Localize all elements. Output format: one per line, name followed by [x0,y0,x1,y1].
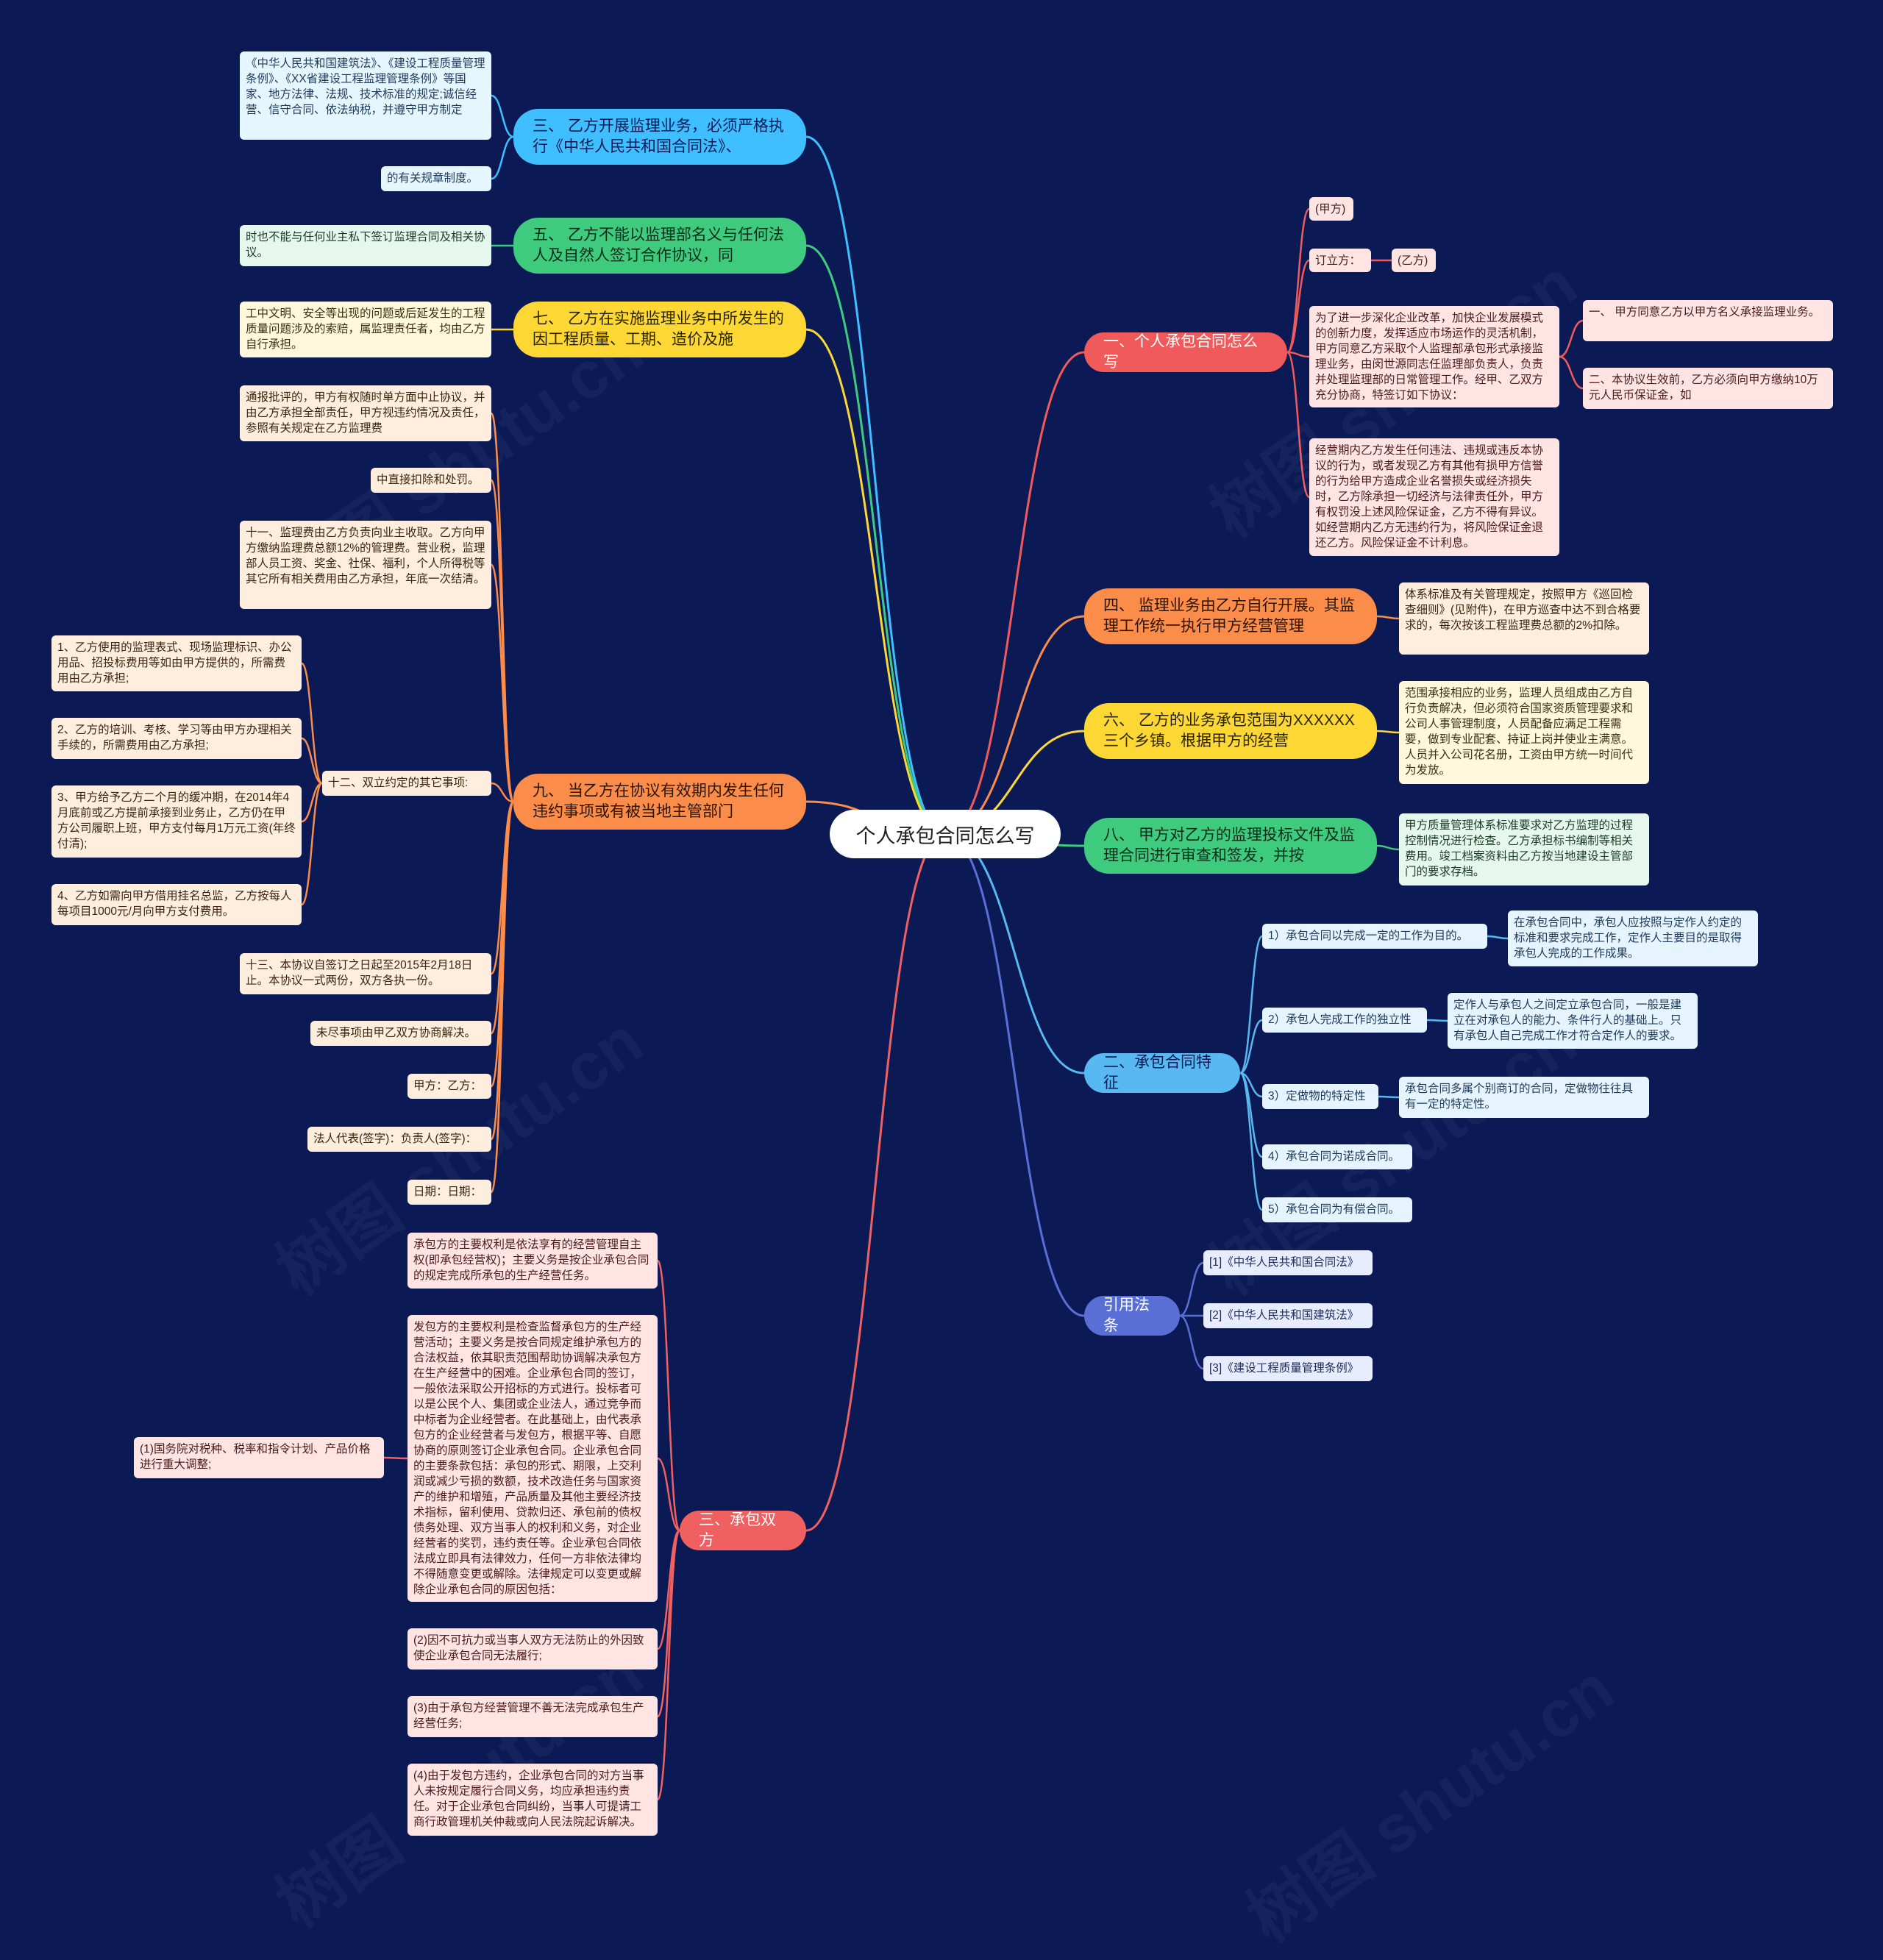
leaf-law-1[interactable]: [1]《中华人民共和国合同法》 [1203,1250,1373,1275]
leaf-b9-6[interactable]: 甲方：乙方： [407,1074,491,1099]
branch-b7[interactable]: 七、 乙方在实施监理业务中所发生的因工程质量、工期、造价及施 [513,302,806,357]
branch-r1[interactable]: 一、个人承包合同怎么写 [1084,332,1287,372]
link-root-branch-r4 [944,615,1085,835]
leaf-r1-intro[interactable]: 为了进一步深化企业改革，加快企业发展模式的创新力度，发挥适应市场运作的灵活机制，… [1309,306,1559,407]
link-leaf-r1-parties [1286,259,1310,354]
link-leaf-r2-1 [1239,935,1264,1075]
leaf-r1-sub1[interactable]: 一、 甲方同意乙方以甲方名义承接监理业务。 [1583,300,1833,341]
leaf-r2-2-detail[interactable]: 定作人与承包人之间定立承包合同，一般是建立在对承包人的能力、条件行人的基础上。只… [1448,993,1698,1049]
link-leaf-b9-12-3 [301,782,323,823]
leaf-r2-4[interactable]: 4）承包合同为诺成合同。 [1262,1144,1412,1169]
link-leaf-b3-rules [491,135,514,180]
leaf-b9-12[interactable]: 十二、双立约定的其它事项: [322,771,491,796]
leaf-r8[interactable]: 甲方质量管理体系标准要求对乙方监理的过程控制情况进行检查。乙方承担标书编制等相关… [1399,813,1649,885]
leaf-b9-13[interactable]: 十三、本协议自签订之日起至2015年2月18日止。本协议一式两份，双方各执一份。 [240,953,491,994]
leaf-r4[interactable]: 体系标准及有关管理规定，按照甲方《巡回检查细则》(见附件)，在甲方巡查中达不到合… [1399,582,1649,655]
leaf-b9-8[interactable]: 日期：日期： [407,1180,491,1205]
link-root-branch-law [944,833,1085,1317]
link-root-branch-r1 [944,351,1085,835]
leaf-b9-2[interactable]: 十一、监理费由乙方负责向业主收取。乙方向甲方缴纳监理费总额12%的管理费。营业税… [240,521,491,609]
link-leaf-law-1 [1179,1261,1204,1317]
link-leaf-b9-12-1 [300,662,324,785]
link-root-branch-bc [805,833,946,1532]
branch-b9[interactable]: 九、 当乙方在协议有效期内发生任何违约事项或有被当地主管部门 [513,774,806,830]
leaf-r2-3[interactable]: 3）定做物的特定性 [1262,1084,1378,1109]
link-leaf-b9-8 [490,800,515,1194]
leaf-law-2[interactable]: [2]《中华人民共和国建筑法》 [1203,1303,1373,1328]
link-leaf-r2-2 [1239,1019,1263,1075]
leaf-b3-rules[interactable]: 的有关规章制度。 [381,166,491,191]
link-root-branch-b3 [805,135,946,835]
leaf-r1-risk[interactable]: 经营期内乙方发生任何违法、违规或违反本协议的行为，或者发现乙方有其他有损甲方信誉… [1309,438,1559,556]
branch-r2[interactable]: 二、承包合同特征 [1084,1053,1240,1093]
leaf-r6[interactable]: 范围承接相应的业务，监理人员组成由乙方自行负责解决，但必须符合国家资质管理要求和… [1399,681,1649,784]
root-topic[interactable]: 个人承包合同怎么写 [830,810,1061,858]
leaf-r2-2[interactable]: 2）承包人完成工作的独立性 [1262,1008,1427,1033]
link-leaf-b9-2 [490,563,515,803]
leaf-b5[interactable]: 时也不能与任何业主私下签订监理合同及相关协议。 [240,225,491,266]
branch-b3[interactable]: 三、 乙方开展监理业务，必须严格执行《中华人民共和国合同法》、 [513,109,806,165]
branch-r8[interactable]: 八、 甲方对乙方的监理投标文件及监理合同进行审查和签发，并按 [1084,818,1377,874]
leaf-b9-12-1[interactable]: 1、乙方使用的监理表式、现场监理标识、办公用品、招投标费用等如由甲方提供的，所需… [51,635,302,691]
link-leaf-bc-1 [657,1457,680,1532]
leaf-bc-0[interactable]: 承包方的主要权利是依法享有的经营管理自主权(即承包经营权)；主要义务是按企业承包… [407,1233,658,1289]
leaf-b9-5[interactable]: 未尽事项由甲乙双方协商解决。 [310,1021,491,1046]
link-leaf-r2-5 [1239,1072,1264,1211]
link-leaf-bc-3 [656,1529,681,1718]
link-leaf-b9-12-4 [300,782,324,906]
link-root-branch-b7 [805,328,946,835]
leaf-b3-law[interactable]: 《中华人民共和国建筑法》、《建设工程质量管理条例》、《XX省建设工程监理管理条例… [240,51,491,140]
leaf-b9-12-4[interactable]: 4、乙方如需向甲方借用挂名总监，乙方按每人每项目1000元/月向甲方支付费用。 [51,884,302,925]
link-leaf-r1-intro [1286,351,1310,358]
leaf-bc-1[interactable]: 发包方的主要权利是检查监督承包方的生产经营活动；主要义务是按合同规定维护承包方的… [407,1315,658,1602]
link-leaf-r1-party-a [1286,207,1311,354]
leaf-bc-2[interactable]: (2)因不可抗力或当事人双方无法防止的外因致使企业承包合同无法履行; [407,1628,658,1669]
leaf-r1-sub2[interactable]: 二、本协议生效前，乙方必须向甲方缴纳10万元人民币保证金，如 [1583,368,1833,409]
leaf-b9-7[interactable]: 法人代表(签字)：负责人(签字)： [307,1127,491,1152]
leaf-b9-12-2[interactable]: 2、乙方的培训、考核、学习等由甲方办理相关手续的，所需费用由乙方承担; [51,718,302,759]
link-leaf-r1-sub1 [1559,319,1584,358]
leaf-b9-12-3[interactable]: 3、甲方给予乙方二个月的缓冲期，在2014年4月底前或乙方提前承接到业务止，乙方… [51,785,302,858]
branch-r6[interactable]: 六、 乙方的业务承包范围为XXXXXX三个乡镇。根据甲方的经营 [1084,703,1377,759]
link-leaf-r2-2-detail [1426,1019,1448,1022]
link-leaf-b9-1 [490,479,515,803]
link-leaf-b3-law [491,94,514,138]
branch-bc[interactable]: 三、承包双方 [680,1511,806,1550]
leaf-r1-party-b[interactable]: (乙方) [1392,249,1436,272]
leaf-bc-sub[interactable]: (1)国务院对税种、税率和指令计划、产品价格进行重大调整; [134,1437,384,1478]
link-root-branch-b5 [805,244,946,835]
link-root-branch-r2 [944,833,1085,1075]
link-leaf-bc-0 [656,1259,681,1532]
link-leaf-r1-sub2 [1559,355,1584,390]
leaf-r2-1[interactable]: 1）承包合同以完成一定的工作为目的。 [1262,924,1487,949]
link-leaf-r8 [1376,844,1400,851]
leaf-bc-4[interactable]: (4)由于发包方违约，企业承包合同的对方当事人未按规定履行合同义务，均应承担违约… [407,1764,658,1836]
leaf-b9-1[interactable]: 中直接扣除和处罚。 [371,468,491,493]
leaf-r2-3-detail[interactable]: 承包合同多属个别商订的合同，定做物往往具有一定的特定性。 [1399,1077,1649,1118]
leaf-law-3[interactable]: [3]《建设工程质量管理条例》 [1203,1356,1373,1381]
leaf-r1-party-a[interactable]: (甲方) [1309,197,1353,221]
leaf-bc-3[interactable]: (3)由于承包方经营管理不善无法完成承包生产经营任务; [407,1696,658,1737]
leaf-b9-0[interactable]: 通报批评的，甲方有权随时单方面中止协议，并由乙方承担全部责任，甲方视违约情况及责… [240,385,491,441]
link-leaf-r6 [1376,730,1400,734]
link-leaf-r2-1-detail [1487,935,1509,940]
link-leaf-b9-12 [491,782,514,803]
connector-lines [300,94,1584,1801]
branch-r4[interactable]: 四、 监理业务由乙方自行开展。其监理工作统一执行甲方经营管理 [1084,588,1377,644]
link-leaf-bc-4 [656,1529,681,1801]
link-leaf-r1-risk [1286,351,1311,499]
leaf-r1-parties[interactable]: 订立方： [1309,249,1371,272]
link-leaf-law-3 [1179,1314,1204,1370]
link-leaf-b9-12-2 [301,737,323,785]
link-leaf-r4 [1376,615,1400,620]
leaf-r2-5[interactable]: 5）承包合同为有偿合同。 [1262,1197,1412,1222]
branch-law[interactable]: 引用法条 [1084,1296,1180,1336]
leaf-b7[interactable]: 工中文明、安全等出现的问题或后延发生的工程质量问题涉及的索赔，属监理责任者，均由… [240,302,491,357]
leaf-r2-1-detail[interactable]: 在承包合同中，承包人应按照与定作人约定的标准和要求完成工作，定作人主要目的是取得… [1508,910,1758,966]
branch-b5[interactable]: 五、 乙方不能以监理部名义与任何法人及自然人签订合作协议，同 [513,218,806,274]
